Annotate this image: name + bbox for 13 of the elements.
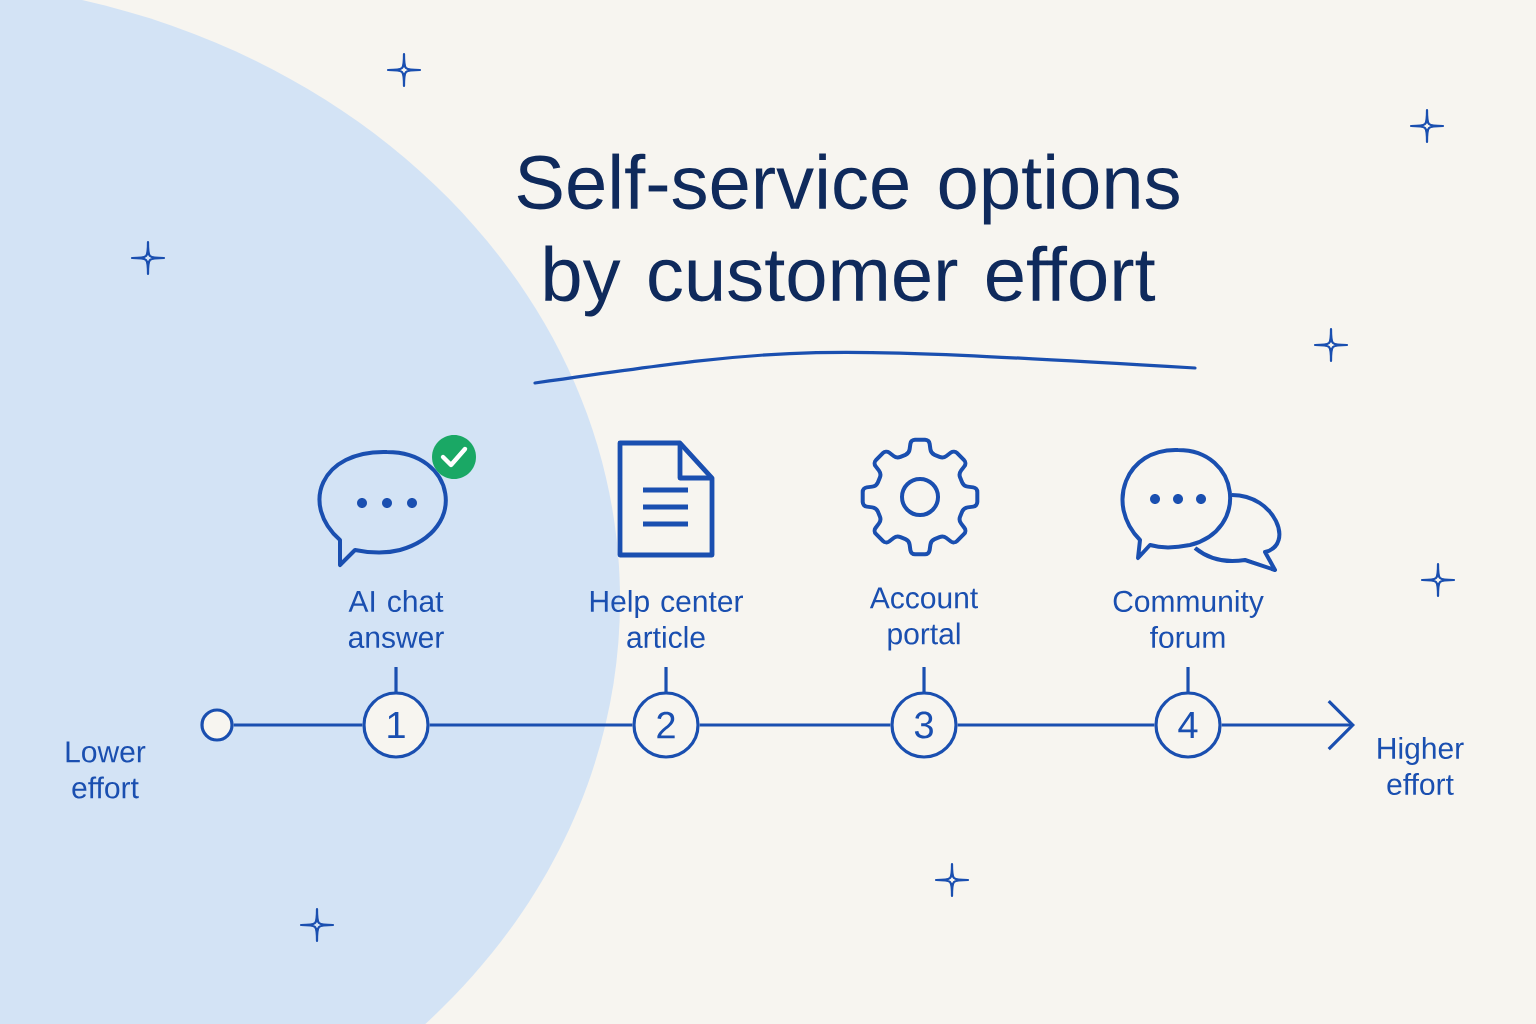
timeline-line (699, 723, 891, 727)
timeline-line (233, 723, 363, 727)
step-label: AI chat answer (348, 590, 444, 648)
timeline-line (429, 723, 633, 727)
axis-label: Lower effort (66, 741, 146, 799)
timeline-line (957, 723, 1155, 727)
step-label: Help center article (590, 590, 743, 648)
step-label: Account portal (869, 587, 978, 651)
axis-label: Higher effort (1378, 737, 1464, 795)
timeline-line (1221, 699, 1355, 751)
step-label: Community forum (1113, 590, 1264, 648)
start-circle (200, 708, 234, 742)
title: Self-service options by customer effort (517, 153, 1179, 317)
